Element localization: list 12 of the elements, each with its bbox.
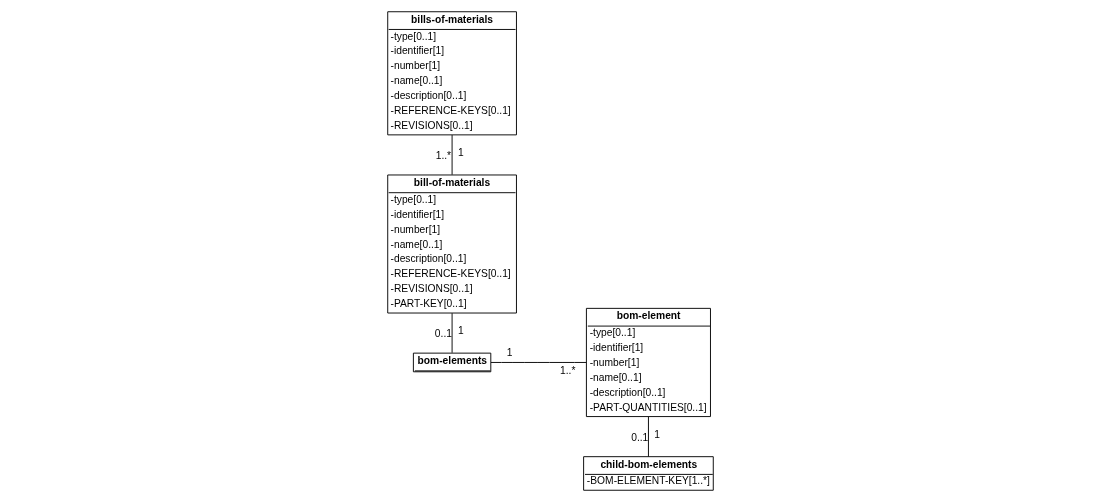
label: 0..1 [631, 431, 649, 443]
label: 1 [457, 147, 464, 159]
connector [490, 362, 587, 363]
connector [451, 312, 453, 354]
connector [451, 134, 453, 176]
connector [647, 416, 649, 458]
label: 1..* [435, 149, 452, 161]
label: 1 [457, 325, 464, 337]
label: 1 [654, 429, 660, 441]
label: 1 [506, 347, 513, 359]
label: 1..* [560, 364, 576, 376]
label: 0..1 [434, 327, 452, 339]
